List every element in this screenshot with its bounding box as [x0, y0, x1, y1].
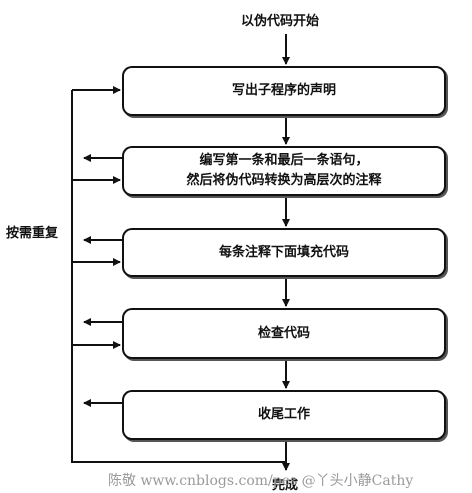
step-wrap-up: 收尾工作 — [122, 390, 446, 440]
start-label: 以伪代码开始 — [241, 14, 320, 29]
step-write-declaration: 写出子程序的声明 — [122, 66, 446, 116]
step-fill-code: 每条注释下面填充代码 — [122, 228, 446, 277]
end-label: 完成 — [272, 478, 299, 493]
step-text-line2: 然后将伪代码转换为高层次的注释 — [186, 173, 382, 188]
step-text: 检查代码 — [257, 325, 310, 341]
step-first-last-statements: 编写第一条和最后一条语句， 然后将伪代码转换为高层次的注释 — [122, 146, 446, 196]
step-text: 收尾工作 — [257, 407, 310, 422]
step-text: 编写第一条和最后一条语句， — [199, 153, 369, 168]
step-check-code: 检查代码 — [122, 308, 446, 359]
loop-line — [71, 90, 286, 463]
loop-label: 按需重复 — [6, 226, 59, 241]
step-text: 写出子程序的声明 — [231, 83, 336, 98]
watermark: 陈敬 www.cnblogs.com/pes @丫头小静Cathy — [108, 473, 414, 489]
step-text: 每条注释下面填充代码 — [218, 244, 349, 260]
